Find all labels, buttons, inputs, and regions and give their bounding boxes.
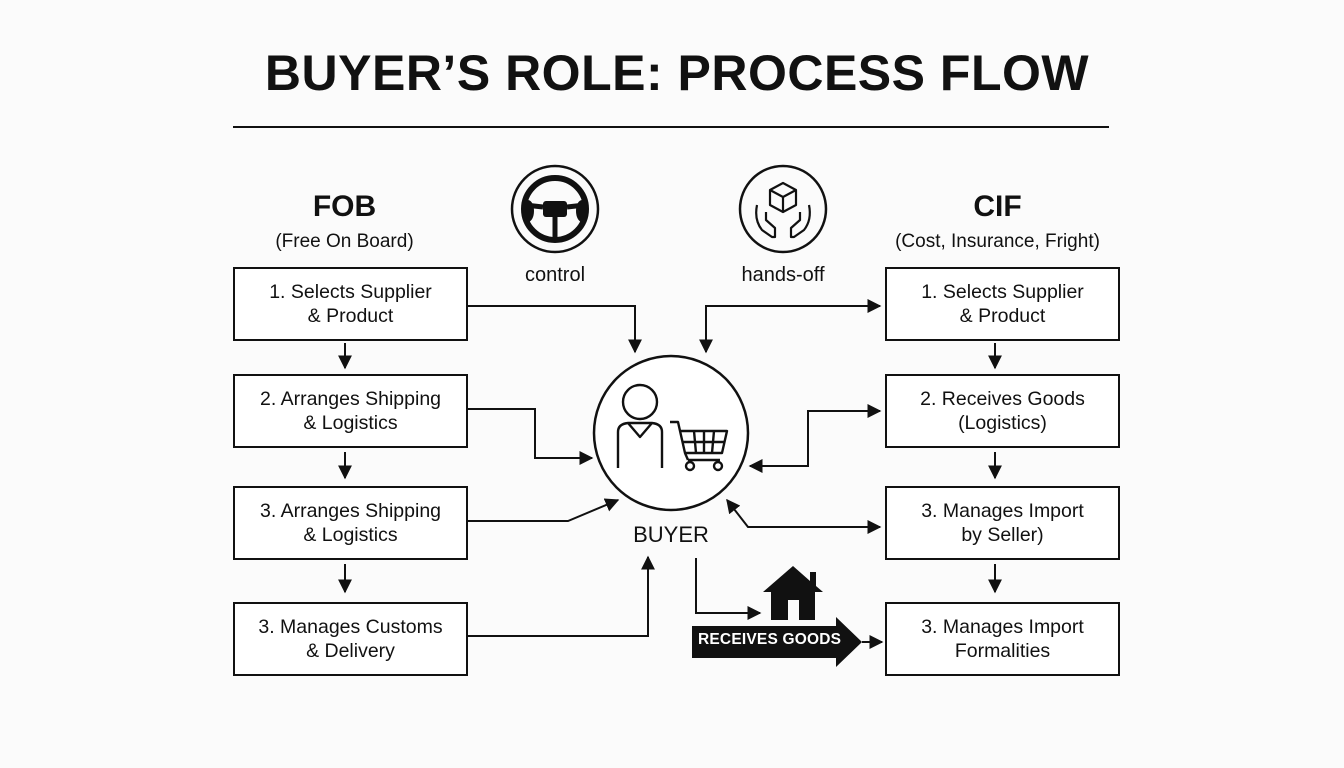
steering-wheel-icon	[510, 164, 600, 254]
cif-step-3-text: 3. Manages Import by Seller)	[921, 500, 1084, 546]
cif-step-4-text: 3. Manages Import Formalities	[921, 616, 1084, 662]
cif-step-2-text: 2. Receives Goods (Logistics)	[920, 388, 1085, 434]
cif-step-4: 3. Manages Import Formalities	[885, 602, 1120, 676]
buyer-with-cart-icon	[616, 383, 729, 472]
fob-heading: FOB	[312, 190, 377, 223]
fob-step-1: 1. Selects Supplier & Product	[233, 267, 468, 341]
fob-header: FOB (Free On Board)	[233, 190, 456, 254]
receives-goods-label: RECEIVES GOODS	[698, 631, 842, 648]
cif-header: CIF (Cost, Insurance, Fright)	[876, 190, 1119, 254]
hands-package-icon	[738, 164, 828, 254]
hands-off-label: hands-off	[741, 264, 825, 286]
cif-step-2: 2. Receives Goods (Logistics)	[885, 374, 1120, 448]
fob-step-1-text: 1. Selects Supplier & Product	[269, 281, 432, 327]
buyer-label: BUYER	[633, 522, 709, 547]
fob-step-3-text: 3. Arranges Shipping & Logistics	[259, 500, 442, 546]
fob-step-4: 3. Manages Customs & Delivery	[233, 602, 468, 676]
fob-step-4-text: 3. Manages Customs & Delivery	[258, 616, 443, 662]
fob-step-2: 2. Arranges Shipping & Logistics	[233, 374, 468, 448]
house-icon	[763, 566, 823, 620]
cif-heading: CIF	[973, 190, 1022, 223]
cif-step-1: 1. Selects Supplier & Product	[885, 267, 1120, 341]
fob-subheading: (Free On Board)	[275, 231, 414, 252]
cif-step-1-text: 1. Selects Supplier & Product	[921, 281, 1084, 327]
title-divider	[233, 126, 1109, 128]
page-title: BUYER’S ROLE: PROCESS FLOW	[264, 45, 1090, 101]
cif-step-3: 3. Manages Import by Seller)	[885, 486, 1120, 560]
receives-goods-arrow	[692, 617, 862, 667]
cif-subheading: (Cost, Insurance, Fright)	[895, 231, 1100, 252]
fob-step-2-text: 2. Arranges Shipping & Logistics	[259, 388, 442, 434]
fob-step-3: 3. Arranges Shipping & Logistics	[233, 486, 468, 560]
control-label: control	[524, 264, 586, 286]
